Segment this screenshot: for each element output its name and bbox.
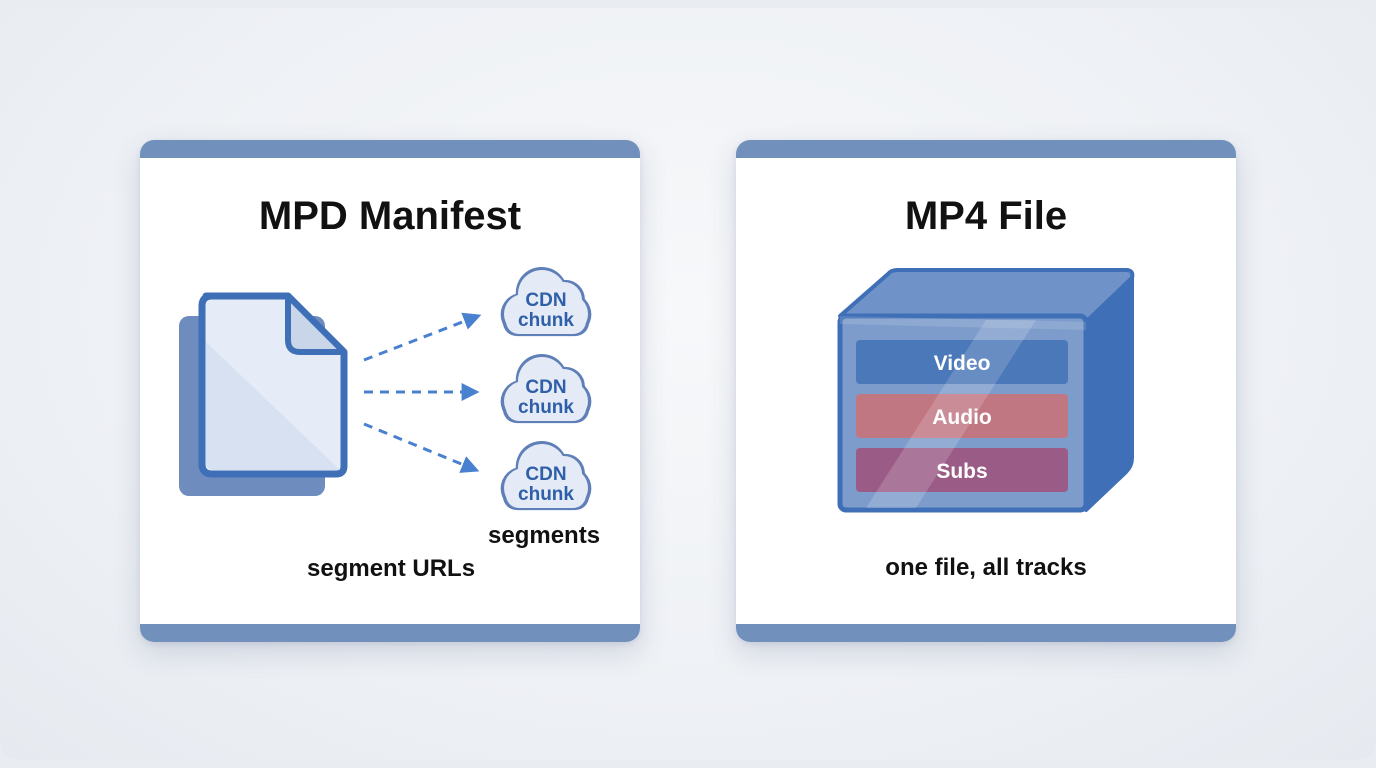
video-track-label: Video: [934, 352, 991, 375]
card-bottom-bar: [736, 624, 1236, 642]
mp4-file-title: MP4 File: [904, 194, 1068, 238]
mpd-manifest-card: MPD Manifest: [140, 140, 640, 642]
diagram-canvas: MPD Manifest: [0, 8, 1376, 760]
arrow-top: [363, 312, 482, 362]
subs-track: [856, 448, 1068, 492]
segment-arrows: [363, 312, 482, 473]
card-bottom-bar: [140, 624, 640, 642]
mp4-container-illustration: Video Audio Subs: [837, 268, 1135, 513]
cloud-label-line1: CDN: [525, 377, 566, 398]
card-top-bar: [736, 140, 1236, 158]
audio-track-label: Audio: [932, 406, 991, 429]
mp4-box-icon: Video Audio Subs: [837, 268, 1135, 513]
segment-urls-caption: segment URLs: [307, 555, 476, 582]
cloud-label-line2: chunk: [518, 484, 574, 505]
one-file-caption: one file, all tracks: [885, 554, 1087, 581]
mpd-manifest-title: MPD Manifest: [258, 194, 522, 238]
mpd-illustration: CDN chunk CDN chunk CDN chunk: [179, 266, 592, 511]
segments-label: segments: [488, 522, 601, 549]
card-top-bar: [140, 140, 640, 158]
cdn-chunk-cloud-2: CDN chunk: [500, 353, 592, 424]
cdn-chunk-cloud-3: CDN chunk: [500, 440, 592, 511]
audio-track: [856, 394, 1068, 438]
cloud-label-line1: CDN: [525, 464, 566, 485]
cloud-label-line2: chunk: [518, 310, 574, 331]
mp4-file-card: MP4 File Video Audio Subs one: [736, 140, 1236, 642]
cdn-chunk-cloud-1: CDN chunk: [500, 266, 592, 337]
cloud-label-line1: CDN: [525, 290, 566, 311]
subs-track-label: Subs: [936, 460, 987, 483]
manifest-document-icon: [179, 292, 348, 496]
video-track: [856, 340, 1068, 384]
cloud-label-line2: chunk: [518, 397, 574, 418]
arrow-bottom: [363, 422, 480, 473]
